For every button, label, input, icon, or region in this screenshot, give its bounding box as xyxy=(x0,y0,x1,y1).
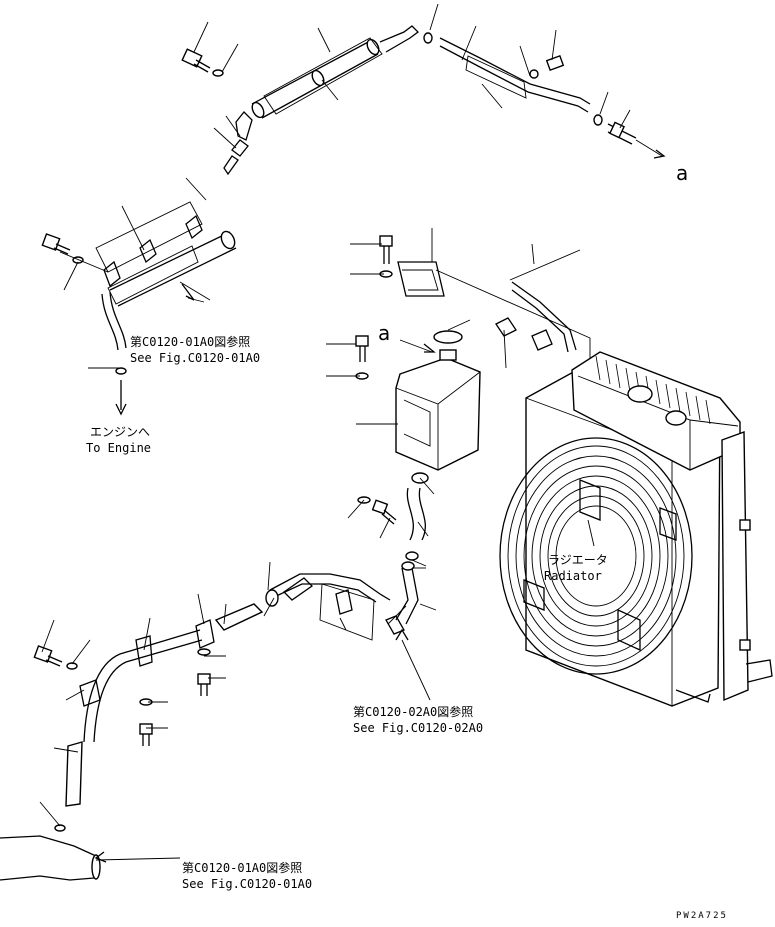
bolt-tank-bottom xyxy=(371,499,389,515)
bolt-tank-mid xyxy=(355,335,369,347)
bolt-mid-left xyxy=(41,233,71,255)
radiator-lower-hose xyxy=(395,567,419,625)
upper-hose-assembly xyxy=(41,25,666,416)
bracket-top xyxy=(235,111,253,141)
arrow-mid-ref xyxy=(395,628,409,641)
bolt-lower-mid xyxy=(197,673,211,685)
lower-hose-assembly xyxy=(0,561,419,881)
radiator-cap-inlet xyxy=(627,385,653,403)
to-engine-en: To Engine xyxy=(86,441,151,455)
top-ref-en: See Fig.C0120-01A0 xyxy=(130,351,260,365)
radiator-jp: ラジエータ xyxy=(548,553,608,567)
mid-ref-jp: 第C0120-02A0図参照 xyxy=(353,704,473,719)
radiator-en: Radiator xyxy=(544,569,602,583)
arrow-bottom-ref xyxy=(94,851,107,863)
overflow-tube xyxy=(511,281,577,353)
washer-top-center xyxy=(423,32,433,44)
marker-a-tank: a xyxy=(378,321,390,345)
tank-cap xyxy=(433,330,463,344)
leader-lines-lower xyxy=(39,561,437,861)
lower-hose-long xyxy=(65,741,83,807)
engine-inlet-pipe xyxy=(0,835,97,881)
bolt-lower-left xyxy=(33,645,63,667)
bolt-tank-top xyxy=(379,235,393,247)
upper-right-tube xyxy=(439,37,591,113)
engine-hose xyxy=(101,291,127,351)
marker-a-right: a xyxy=(676,161,688,185)
bolt-top-right xyxy=(545,55,565,71)
leader-lines-upper xyxy=(59,3,631,369)
lower-tube-left xyxy=(83,629,203,743)
bottom-ref-jp: 第C0120-01A0図参照 xyxy=(182,860,302,875)
radiator-leader xyxy=(587,519,595,547)
top-ref-jp: 第C0120-01A0図参照 xyxy=(130,334,250,349)
to-engine-jp: エンジンへ xyxy=(90,425,150,439)
mid-ref-en: See Fig.C0120-02A0 xyxy=(353,721,483,735)
bolt-lower-center xyxy=(139,723,153,735)
mid-tube xyxy=(109,231,237,307)
bottom-ref-en: See Fig.C0120-01A0 xyxy=(182,877,312,891)
leader-lines-tank xyxy=(326,228,535,567)
fan-shroud xyxy=(499,437,693,675)
radiator xyxy=(499,351,773,707)
lower-tube-upper xyxy=(269,573,391,603)
arrow-tank-a xyxy=(423,343,436,353)
drawing-code: PW2A725 xyxy=(676,911,728,921)
clamp-engine xyxy=(115,367,127,375)
washer-top-left xyxy=(212,69,224,77)
arrow-upper-ref xyxy=(181,283,195,301)
reserve-tank xyxy=(355,235,591,561)
lower-hose-short xyxy=(214,603,264,631)
tank-drain-hose xyxy=(406,487,426,541)
bolt-top-left xyxy=(181,48,211,73)
